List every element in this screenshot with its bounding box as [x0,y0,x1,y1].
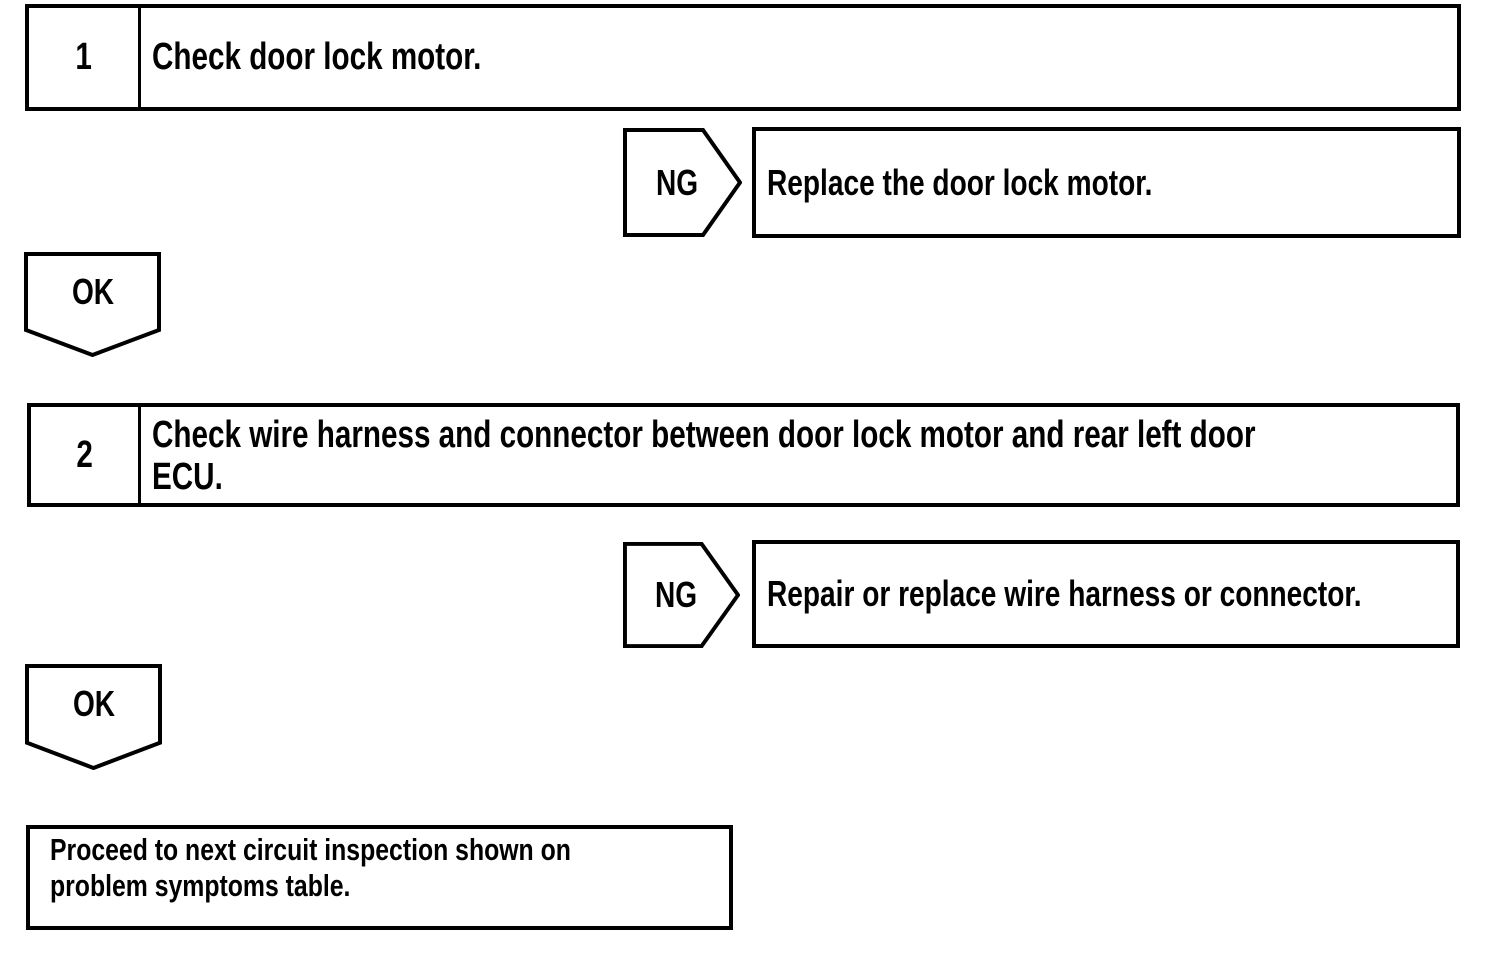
action-1-text: Replace the door lock motor. [767,161,1153,203]
ok-badge-2: OK [25,664,162,770]
final-instruction-line-2: problem symptoms table. [50,868,351,903]
ng-badge-1: NG [623,128,742,237]
final-instruction-box: Proceed to next circuit inspection shown… [26,825,733,930]
ng-badge-2: NG [623,542,740,648]
ok-arrow-down-icon [25,664,162,770]
ng-label: NG [655,161,698,203]
step-1-number-cell: 1 [29,8,141,107]
action-box-2: Repair or replace wire harness or connec… [752,540,1460,648]
step-2-instruction-line-1: Check wire harness and connector between… [152,414,1256,456]
ng-arrow-right-icon [623,128,742,237]
action-box-1: Replace the door lock motor. [752,127,1461,238]
ok-label: OK [71,270,114,312]
step-2-box: 2 Check wire harness and connector betwe… [27,403,1460,507]
ng-arrow-right-icon [623,542,740,648]
action-2-text: Repair or replace wire harness or connec… [767,573,1362,614]
ok-label: OK [72,682,115,724]
step-2-number-cell: 2 [31,407,141,503]
step-2-number: 2 [76,433,93,476]
ok-arrow-down-icon [24,252,161,357]
step-1-instruction: Check door lock motor. [152,36,482,78]
ng-label: NG [654,574,697,615]
ok-badge-1: OK [24,252,161,357]
step-1-box: 1 Check door lock motor. [25,4,1461,111]
step-2-body: Check wire harness and connector between… [141,407,1504,503]
step-1-body: Check door lock motor. [141,8,1457,107]
step-1-number: 1 [75,36,92,78]
final-instruction-line-1: Proceed to next circuit inspection shown… [50,832,571,867]
step-2-instruction-line-2: ECU. [152,456,223,498]
